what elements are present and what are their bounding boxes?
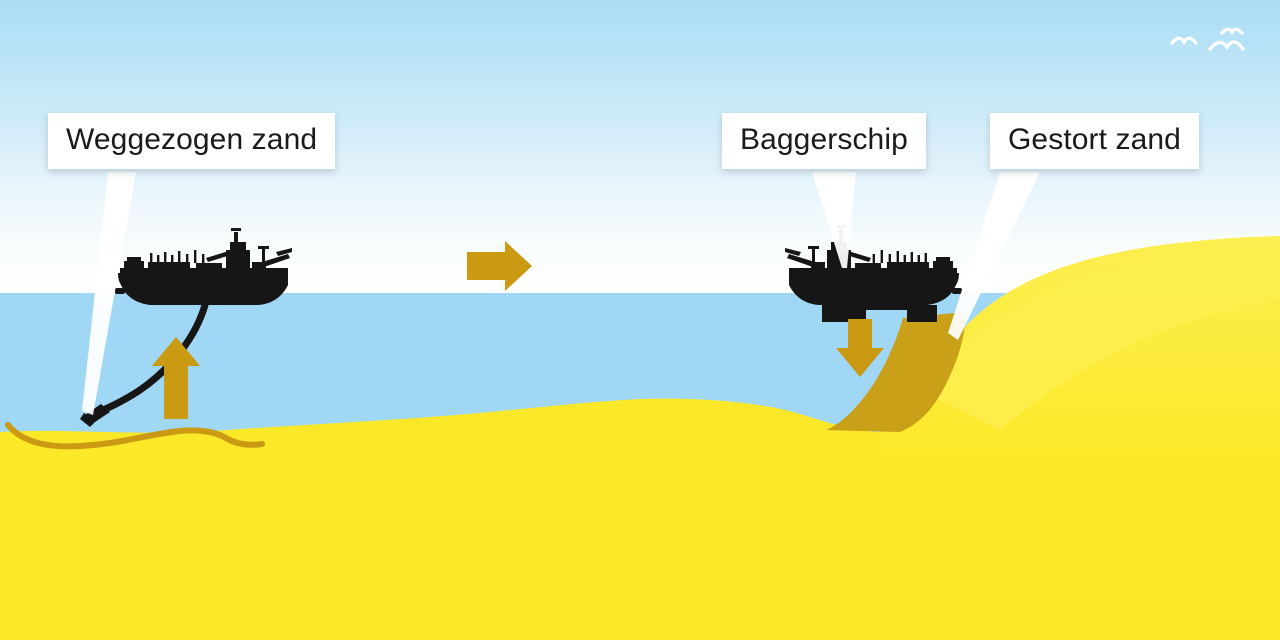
dredging-ship-suction	[115, 228, 292, 305]
callout-pointer-weggezogen	[82, 172, 136, 415]
deposited-sand-wedge	[826, 312, 966, 432]
callout-pointer-baggerschip	[812, 172, 856, 268]
callout-pointer-gestort	[948, 172, 1040, 340]
suction-head-nozzle	[80, 404, 110, 427]
suction-pipe	[92, 301, 209, 417]
arrow-down-sand-dump	[836, 319, 884, 377]
callout-baggerschip[interactable]: Baggerschip	[722, 113, 926, 169]
beach-highlight	[920, 246, 1280, 430]
seagulls	[1170, 27, 1245, 51]
callout-label: Gestort zand	[1008, 123, 1181, 156]
seabed-sand	[0, 398, 880, 640]
excavated-trench-line	[5, 422, 265, 450]
arrow-right-transport	[467, 241, 532, 291]
arrow-up-sand-intake	[152, 337, 200, 419]
callout-gestort-zand[interactable]: Gestort zand	[990, 113, 1199, 169]
callout-label: Baggerschip	[740, 123, 908, 156]
callout-label: Weggezogen zand	[66, 123, 318, 156]
callout-weggezogen-zand[interactable]: Weggezogen zand	[48, 113, 336, 169]
